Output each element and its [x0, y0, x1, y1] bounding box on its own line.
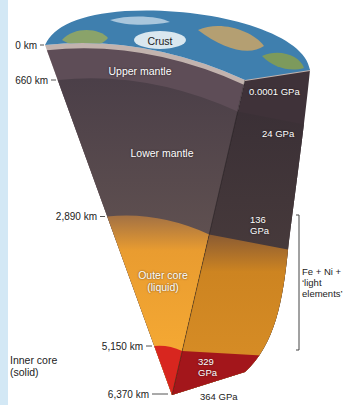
- outer-core-layer: [0, 215, 350, 405]
- pressure-label: 136 GPa: [250, 214, 276, 236]
- pressure-label: 364 GPa: [200, 391, 238, 402]
- depth-ticks: [40, 45, 168, 394]
- leader-line: [152, 394, 168, 395]
- page-edge-band: [0, 0, 8, 405]
- inner-core-side: [0, 351, 350, 405]
- layer-name: Crust: [147, 35, 172, 47]
- leader-line: [100, 216, 105, 217]
- leader-line: [40, 45, 44, 46]
- lower-mantle-layer: [0, 78, 350, 405]
- leader-line: [51, 80, 56, 81]
- core-bracket: [296, 215, 299, 350]
- leader-line: [146, 346, 152, 347]
- pressure-label: 0.0001 GPa: [249, 86, 300, 97]
- depth-label: 2,890 km: [56, 211, 97, 222]
- depth-label: 660 km: [15, 75, 48, 86]
- cloud: [110, 16, 170, 24]
- layer-name: Outer core (liquid): [131, 269, 195, 293]
- surface-map: [0, 0, 350, 100]
- core-band: Outer core (liquid): [131, 269, 195, 295]
- lower-mantle-side: [0, 112, 350, 405]
- depth-label: 0 km: [15, 40, 37, 51]
- mantle-band: Lower mantle: [122, 143, 202, 161]
- wedge-ridge: [172, 80, 245, 395]
- layer-name: Upper mantle: [108, 65, 171, 77]
- pressure-label: 329 GPa: [198, 356, 224, 378]
- layer-name: Lower mantle: [130, 147, 193, 159]
- crust-band: Crust: [130, 31, 190, 49]
- layer-name: Inner core (solid): [10, 354, 72, 378]
- depth-label: 5,150 km: [102, 341, 143, 352]
- pressure-label: 24 GPa: [262, 128, 294, 139]
- core-band: Inner core (solid): [10, 354, 72, 380]
- outer-core-side: [0, 234, 350, 405]
- land: [198, 26, 264, 51]
- ocean: [0, 0, 350, 100]
- land: [262, 53, 304, 70]
- inner-core-layer: [0, 346, 350, 405]
- cloud: [134, 31, 186, 49]
- mantle-band: Upper mantle: [100, 61, 180, 79]
- land: [62, 30, 108, 47]
- depth-label: 6,370 km: [108, 389, 149, 400]
- composition-note: Fe + Ni + ‘light elements’: [302, 266, 346, 299]
